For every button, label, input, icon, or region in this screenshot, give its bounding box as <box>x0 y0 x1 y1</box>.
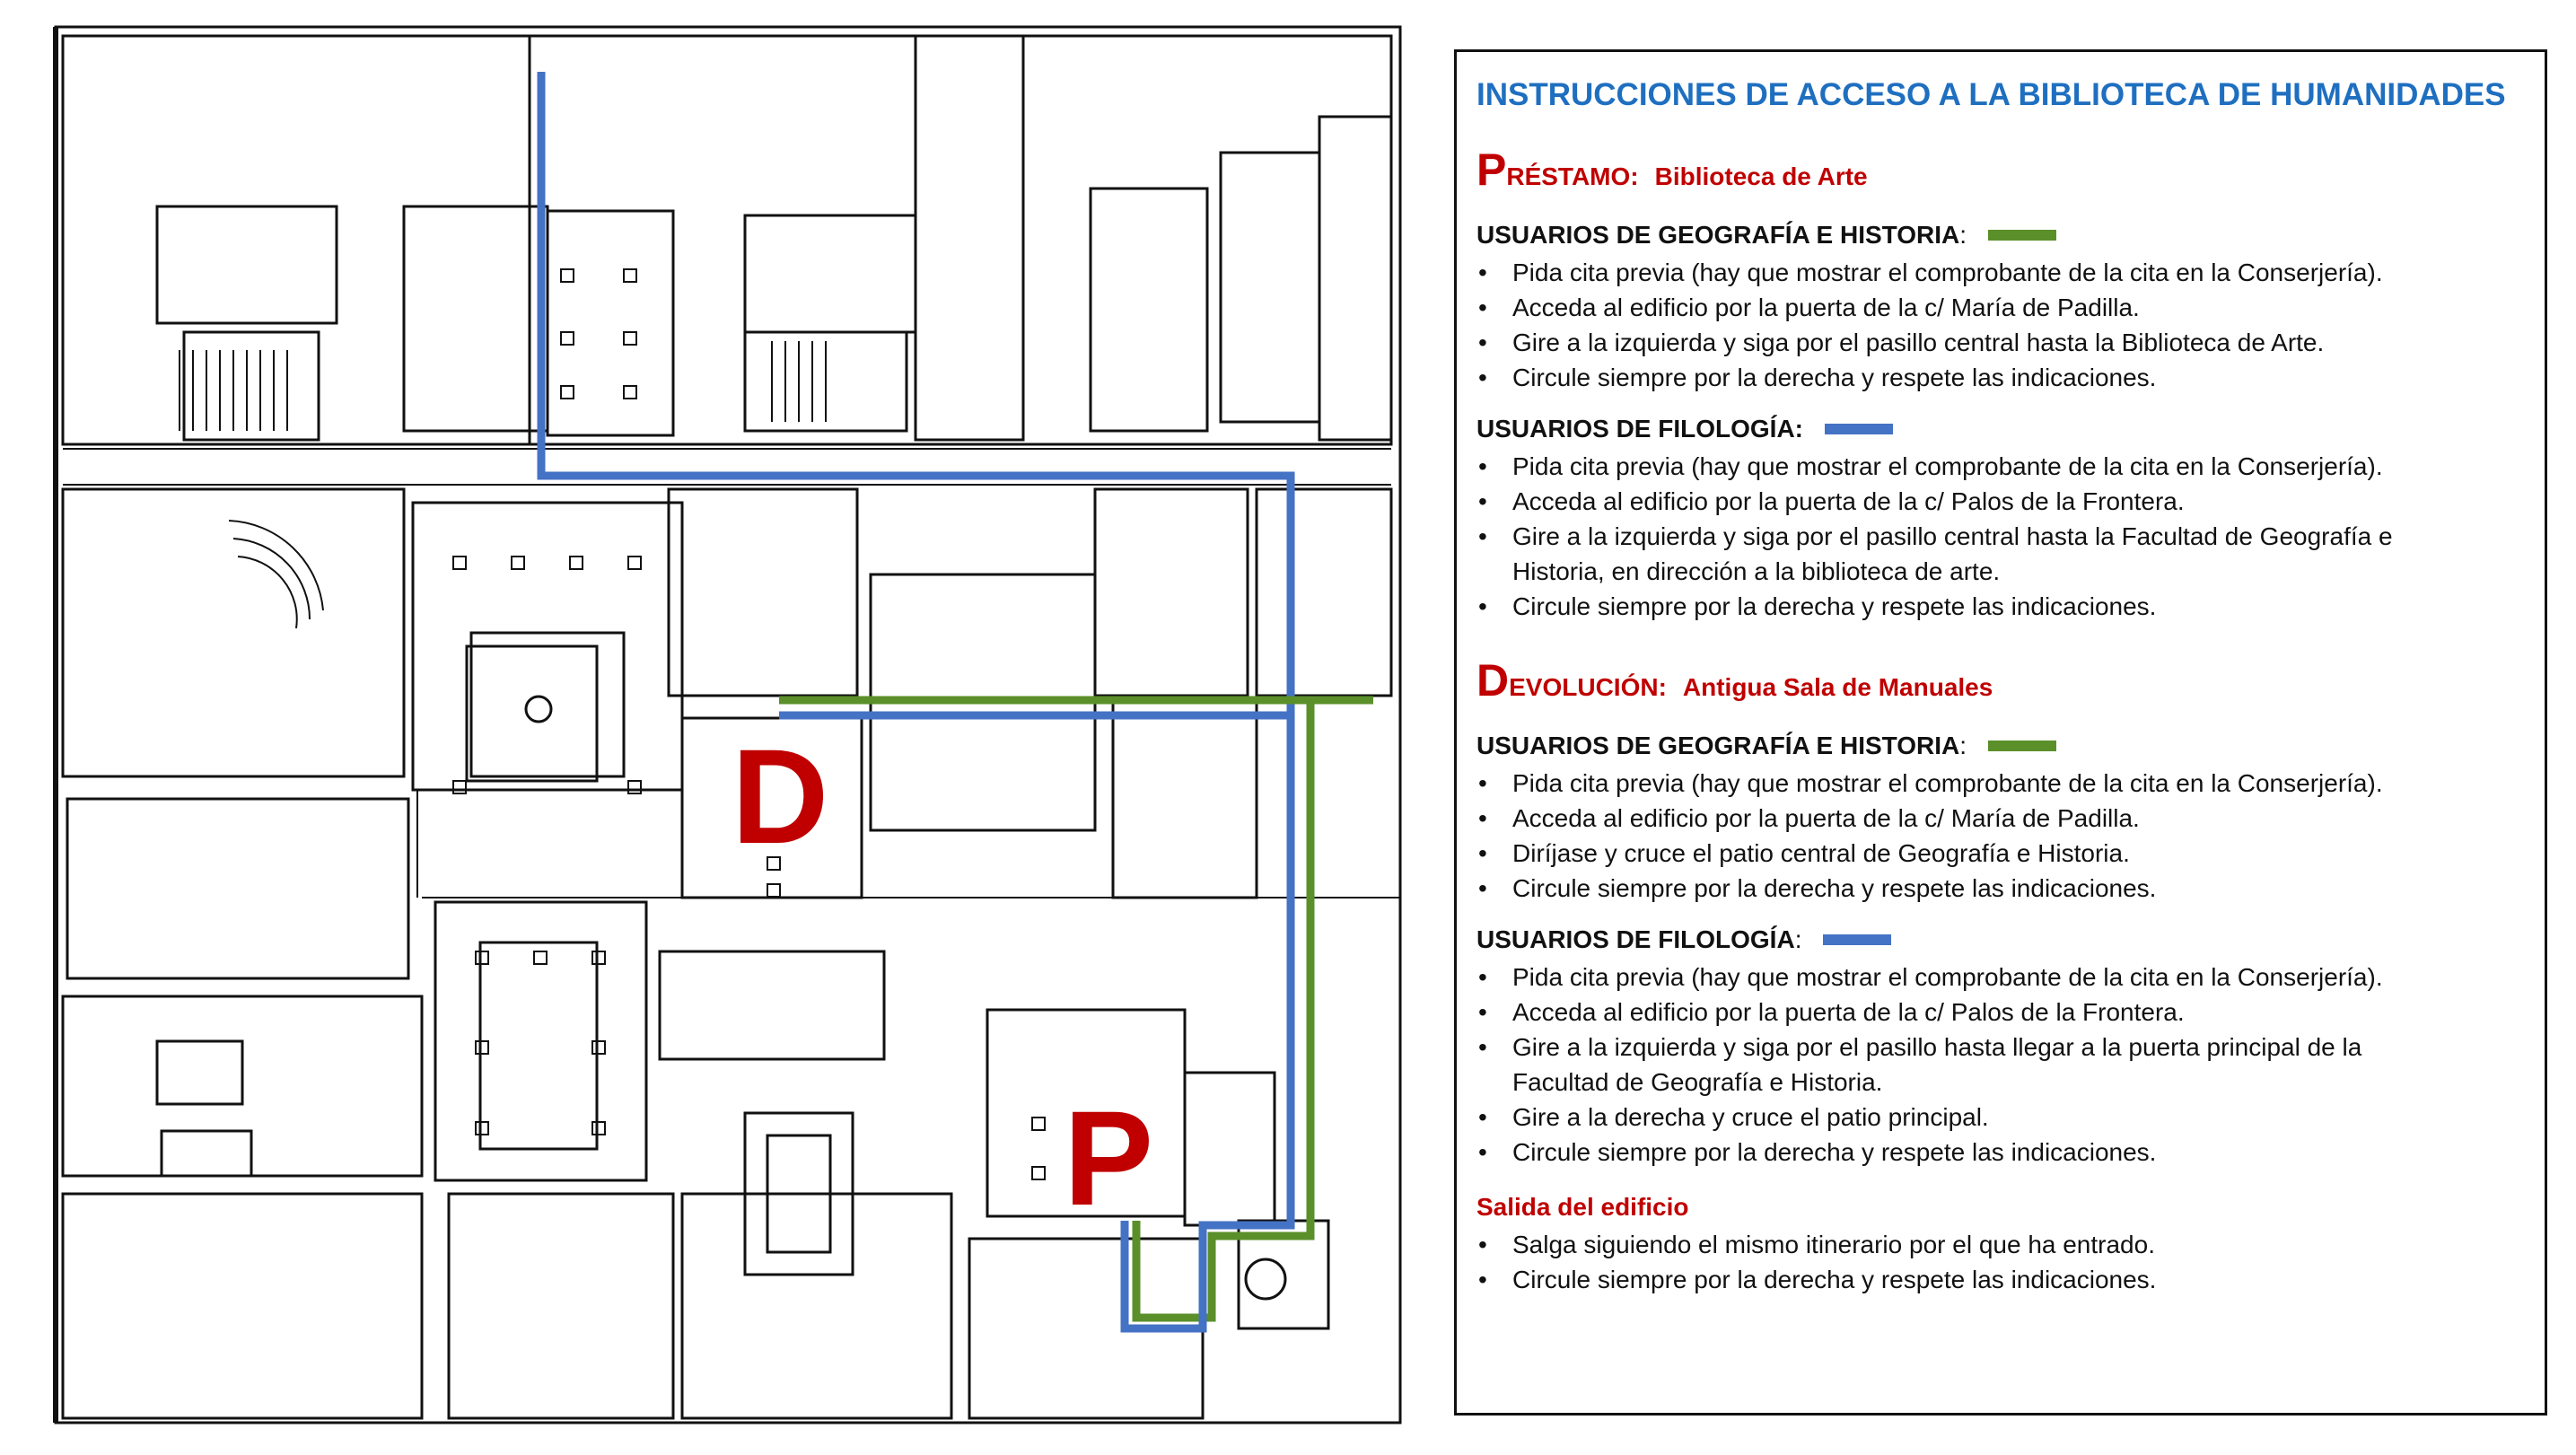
list-item: Pida cita previa (hay que mostrar el com… <box>1476 255 2521 290</box>
list-item: Circule siempre por la derecha y respete… <box>1476 360 2521 395</box>
devolucion-place: Antigua Sala de Manuales <box>1682 673 1993 701</box>
list-item-continuation: Historia, en dirección a la biblioteca d… <box>1512 557 2001 585</box>
list-item: Acceda al edificio por la puerta de la c… <box>1476 995 2521 1030</box>
prestamo-filologia-heading: USUARIOS DE FILOLOGÍA: <box>1476 415 2521 443</box>
list-item: Pida cita previa (hay que mostrar el com… <box>1476 449 2521 484</box>
devolucion-initial: D <box>1476 655 1510 706</box>
list-item: Acceda al edificio por la puerta de la c… <box>1476 484 2521 519</box>
list-item: Circule siempre por la derecha y respete… <box>1476 871 2521 906</box>
marker-prestamo: P <box>1064 1082 1154 1233</box>
list-item: Acceda al edificio por la puerta de la c… <box>1476 290 2521 325</box>
devolucion-rest: EVOLUCIÓN: <box>1509 673 1667 701</box>
list-item: Salga siguiendo el mismo itinerario por … <box>1476 1227 2521 1262</box>
list-item: Gire a la izquierda y siga por el pasill… <box>1476 325 2521 360</box>
instructions-panel: INSTRUCCIONES DE ACCESO A LA BIBLIOTECA … <box>1454 49 2547 1416</box>
devolucion-geografia-heading: USUARIOS DE GEOGRAFÍA E HISTORIA: <box>1476 732 2521 760</box>
route-filologia-prestamo <box>537 72 1295 720</box>
list-item: Circule siempre por la derecha y respete… <box>1476 1135 2521 1170</box>
panel-title: INSTRUCCIONES DE ACCESO A LA BIBLIOTECA … <box>1476 77 2506 112</box>
list-item: Gire a la izquierda y siga por el pasill… <box>1476 519 2521 554</box>
list-item: Diríjase y cruce el patio central de Geo… <box>1476 836 2521 871</box>
list-item-continuation: Facultad de Geografía e Historia. <box>1512 1068 1883 1096</box>
prestamo-rest: RÉSTAMO: <box>1506 162 1639 190</box>
green-route-swatch <box>1988 230 2057 241</box>
blue-route-swatch <box>1825 424 1893 434</box>
floor-plan-drawing <box>53 25 1402 1424</box>
list-item: Pida cita previa (hay que mostrar el com… <box>1476 766 2521 801</box>
prestamo-filologia-steps: Pida cita previa (hay que mostrar el com… <box>1476 449 2521 624</box>
prestamo-place: Biblioteca de Arte <box>1654 162 1868 190</box>
route-geografia-devolucion <box>1132 700 1315 1322</box>
blue-route-swatch <box>1823 934 1892 945</box>
exit-steps: Salga siguiendo el mismo itinerario por … <box>1476 1227 2521 1297</box>
list-item: Circule siempre por la derecha y respete… <box>1476 589 2521 624</box>
prestamo-geografia-steps: Pida cita previa (hay que mostrar el com… <box>1476 255 2521 395</box>
green-route-swatch <box>1988 741 2057 751</box>
floor-plan: D P <box>53 25 1402 1424</box>
list-item: Circule siempre por la derecha y respete… <box>1476 1262 2521 1297</box>
list-item: Acceda al edificio por la puerta de la c… <box>1476 801 2521 836</box>
list-item: Gire a la derecha y cruce el patio princ… <box>1476 1100 2521 1135</box>
devolucion-filologia-heading: USUARIOS DE FILOLOGÍA: <box>1476 925 2521 954</box>
section-devolucion-heading: DEVOLUCIÓN: Antigua Sala de Manuales <box>1476 654 2521 706</box>
list-item: Pida cita previa (hay que mostrar el com… <box>1476 960 2521 995</box>
exit-heading: Salida del edificio <box>1476 1193 1689 1221</box>
prestamo-geografia-heading: USUARIOS DE GEOGRAFÍA E HISTORIA: <box>1476 221 2521 250</box>
marker-devolucion: D <box>732 721 829 872</box>
prestamo-initial: P <box>1476 145 1507 195</box>
route-filologia-devolucion <box>1120 715 1295 1333</box>
devolucion-geografia-steps: Pida cita previa (hay que mostrar el com… <box>1476 766 2521 906</box>
building-outline <box>54 25 1402 1424</box>
devolucion-filologia-steps: Pida cita previa (hay que mostrar el com… <box>1476 960 2521 1170</box>
section-prestamo-heading: PRÉSTAMO: Biblioteca de Arte <box>1476 144 2521 196</box>
list-item: Gire a la izquierda y siga por el pasill… <box>1476 1030 2521 1065</box>
